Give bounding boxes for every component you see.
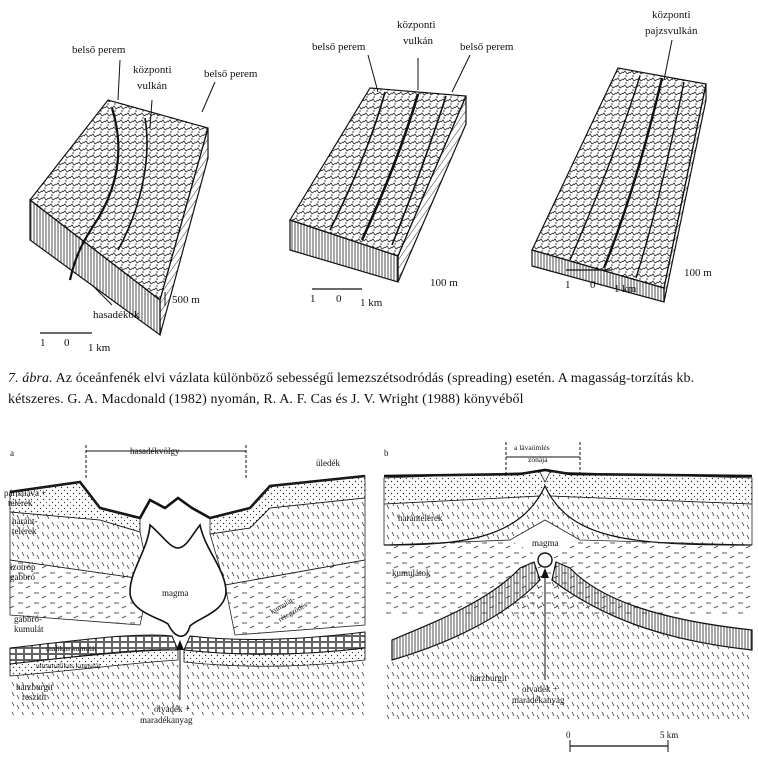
arrow-kozponti-vulkan-1 (149, 99, 153, 129)
block3-label-kozponti: központi (652, 9, 691, 21)
section-b-magma-pocket (537, 552, 553, 568)
block3-label-pajzsvulkan: pajzsvulkán (645, 25, 698, 37)
section-a-gabbro (9, 559, 366, 636)
section-a-magma-chamber (129, 523, 227, 638)
block2-label-kozponti: központi (397, 19, 436, 31)
block2-scale-1: 1 (310, 293, 316, 305)
block3-height-scale: 100 m (684, 267, 712, 279)
block1-rift-wall (117, 117, 148, 251)
section-b-harzburgite: harzburgit (470, 673, 507, 683)
section-a-harzburgite (10, 660, 365, 715)
block1-scale-1: 1 (40, 337, 46, 349)
section-b-melt-2: maradékanyag (512, 695, 565, 705)
section-a-ultramafic: ultramafikus kumulát (36, 661, 101, 670)
section-b-letter: b (384, 448, 389, 458)
block3-scale-1: 1 (565, 279, 571, 291)
cross-section-b: b a lávaömlés zónája harántelérek magma … (383, 442, 753, 752)
block1-rift-crest (68, 107, 120, 281)
block3-ridge-3 (635, 81, 685, 279)
block2-scale-0: 0 (336, 293, 342, 305)
section-b-magma: magma (532, 538, 559, 548)
section-b-melt-1: olvadék + (522, 684, 558, 694)
section-a-isotropic-1: izotróp (10, 562, 36, 572)
block-diagram-slow-spreading: központi pajzsvulkán 100 m 1 0 1 km (531, 9, 712, 303)
figure-number: 7. ábra. (8, 371, 53, 386)
section-a-magma: magma (162, 588, 189, 598)
section-a-melt-2: maradékanyag (140, 715, 193, 725)
section-a-dikes-2: telérek (12, 526, 37, 536)
section-a-mafic: mafikus kumulát (46, 644, 98, 653)
section-a-rift-valley: hasadékvölgy (130, 446, 180, 456)
block3-right-face (663, 83, 707, 303)
block2-right-face (397, 95, 467, 283)
block1-height-scale: 500 m (172, 294, 200, 306)
section-b-dikes: harántelérek (398, 513, 443, 523)
cross-section-a: a hasadékvölgy üledék párnaláva + telére… (4, 445, 366, 725)
arrow-belso-perem-4 (451, 54, 471, 93)
section-b-cumulates: kumulátok (392, 568, 431, 578)
section-a-melt-1: olvadék + (154, 704, 190, 714)
section-a-isotropic-2: gabbró (10, 572, 35, 582)
section-b-scale-5km: 5 km (660, 730, 678, 740)
block2-label-belso-perem-right: belső perem (460, 41, 514, 53)
block1-right-face (159, 127, 209, 336)
block3-scale-0: 0 (590, 279, 596, 291)
section-a-letter: a (10, 448, 14, 458)
caption-text: Az óceánfenék elvi vázlata különböző seb… (8, 371, 695, 407)
section-b-cumulate-band-right (551, 561, 753, 651)
melt-arrowhead-a (176, 640, 184, 650)
block1-scale-km: 1 km (88, 342, 111, 354)
block2-label-vulkan: vulkán (403, 35, 433, 47)
block1-label-belso-perem-left: belső perem (72, 44, 126, 56)
block3-ridge-1 (569, 75, 641, 261)
block-diagram-medium-spreading: belső perem központi vulkán belső perem … (289, 19, 514, 309)
figure-caption: 7. ábra. Az óceánfenék elvi vázlata külö… (8, 368, 753, 410)
block2-ridge-left (329, 91, 386, 231)
block1-label-hasadekok: hasadékok (93, 309, 140, 321)
block2-ridge-right (391, 95, 447, 246)
arrow-belso-perem-1 (117, 59, 121, 101)
block1-label-belso-perem-right: belső perem (204, 68, 258, 80)
section-a-pillow-lava-2: telérek (8, 498, 33, 508)
section-b-mantle (384, 580, 752, 720)
block3-scale-km: 1 km (614, 283, 637, 295)
section-a-gabbro-cumulate-1: gabbró- (14, 614, 42, 624)
section-a-harzburgite-2: reszitit (22, 692, 47, 702)
block3-ridge-center (602, 77, 664, 269)
section-a-harzburgite-1: harzburgit (16, 682, 53, 692)
block1-scale-0: 0 (64, 337, 70, 349)
block2-height-scale: 100 m (430, 277, 458, 289)
block1-label-vulkan: vulkán (137, 80, 167, 92)
melt-arrowhead-b (541, 568, 549, 578)
arrow-hasadekok (91, 284, 113, 306)
arrow-belso-perem-2 (201, 81, 216, 113)
section-b-scale-0: 0 (566, 730, 571, 740)
arrow-kozponti-pajzsvulkan (663, 39, 673, 81)
arrow-belso-perem-3 (367, 54, 379, 93)
block2-scale-km: 1 km (360, 297, 383, 309)
section-a-pillow-lava-1: párnaláva + (4, 488, 46, 498)
section-b-lava-zone-1: a lávaömlés (514, 443, 550, 452)
section-a-gabbro-cumulate-2: kumulát (14, 624, 44, 634)
section-a-sediment: üledék (316, 458, 340, 468)
block2-label-belso-perem-left: belső perem (312, 41, 366, 53)
section-a-dikes-1: haránt- (12, 516, 37, 526)
block-diagram-fast-spreading: belső perem központi vulkán belső perem … (29, 44, 258, 354)
block2-ridge-center (360, 93, 420, 241)
block1-label-kozponti: központi (133, 64, 172, 76)
section-b-lava-zone-2: zónája (528, 455, 548, 464)
